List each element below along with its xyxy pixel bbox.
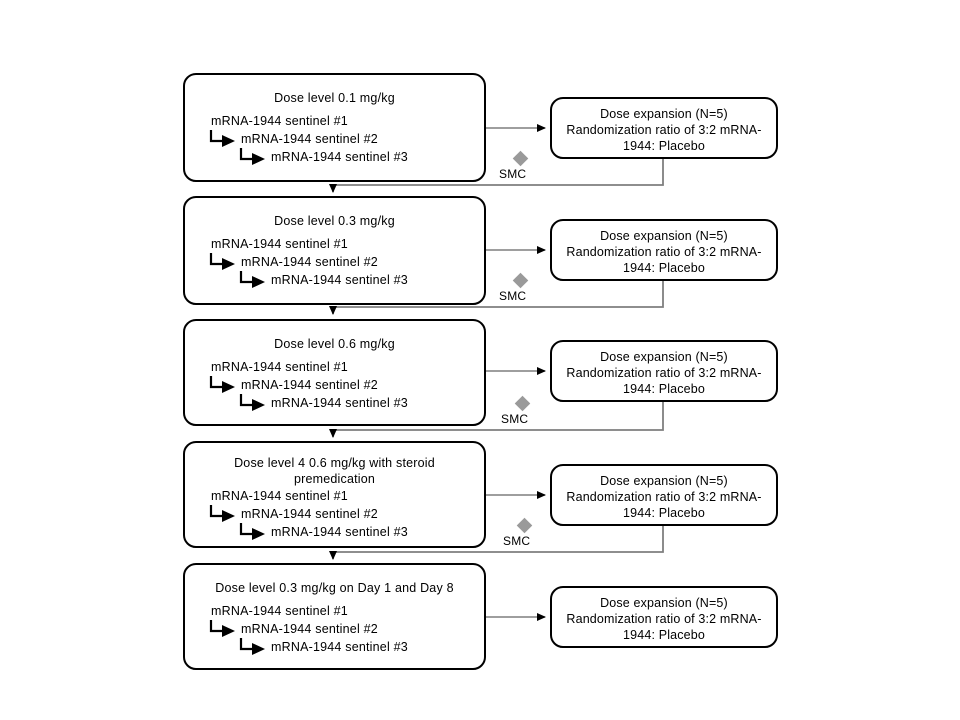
sentinel-row-2: mRNA-1944 sentinel #2: [185, 129, 484, 149]
expansion-line-2: Randomization ratio of 3:2 mRNA-: [566, 490, 762, 504]
dose-expansion-box-1[interactable]: Dose expansion (N=5) Randomization ratio…: [550, 97, 778, 159]
elbow-arrow-icon: [209, 375, 235, 393]
sentinel-label-2: mRNA-1944 sentinel #2: [241, 377, 378, 392]
expansion-line-2: Randomization ratio of 3:2 mRNA-: [566, 123, 762, 137]
expansion-line-1: Dose expansion (N=5): [600, 229, 728, 243]
smc-label: SMC: [499, 167, 527, 181]
sentinel-label-2: mRNA-1944 sentinel #2: [241, 507, 378, 521]
elbow-arrow-icon: [239, 147, 265, 165]
sentinel-row-1: mRNA-1944 sentinel #1: [185, 359, 484, 377]
sentinel-row-1: mRNA-1944 sentinel #1: [185, 113, 484, 131]
sentinel-row-2: mRNA-1944 sentinel #2: [185, 375, 484, 395]
smc-label: SMC: [503, 534, 531, 548]
dose-expansion-box-2[interactable]: Dose expansion (N=5) Randomization ratio…: [550, 219, 778, 281]
expansion-line-3: 1944: Placebo: [623, 382, 705, 396]
sentinel-row-3: mRNA-1944 sentinel #3: [185, 637, 484, 657]
expansion-line-2: Randomization ratio of 3:2 mRNA-: [566, 366, 762, 380]
dose-expansion-box-4[interactable]: Dose expansion (N=5) Randomization ratio…: [550, 464, 778, 526]
dose-expansion-box-3[interactable]: Dose expansion (N=5) Randomization ratio…: [550, 340, 778, 402]
sentinel-row-1: mRNA-1944 sentinel #1: [185, 488, 484, 506]
elbow-arrow-icon: [239, 637, 265, 655]
expansion-line-3: 1944: Placebo: [623, 261, 705, 275]
sentinel-label-1: mRNA-1944 sentinel #1: [211, 113, 348, 128]
elbow-arrow-icon: [209, 619, 235, 637]
elbow-arrow-icon: [209, 505, 235, 522]
sentinel-row-1: mRNA-1944 sentinel #1: [185, 236, 484, 254]
smc-diamond-icon: [514, 395, 530, 412]
elbow-arrow-icon: [239, 393, 265, 411]
dose-level-box-3[interactable]: Dose level 0.6 mg/kg mRNA-1944 sentinel …: [183, 319, 486, 426]
sentinel-label-2: mRNA-1944 sentinel #2: [241, 131, 378, 146]
expansion-line-1: Dose expansion (N=5): [600, 596, 728, 610]
sentinel-sequence-5: mRNA-1944 sentinel #1 mRNA-1944 sentinel…: [185, 603, 484, 657]
elbow-arrow-icon: [239, 270, 265, 288]
smc-label: SMC: [501, 412, 529, 426]
expansion-line-3: 1944: Placebo: [623, 139, 705, 153]
sentinel-sequence-4: mRNA-1944 sentinel #1 mRNA-1944 sentinel…: [185, 488, 484, 542]
smc-label: SMC: [499, 289, 527, 303]
elbow-arrow-icon: [209, 129, 235, 147]
dose-level-box-5[interactable]: Dose level 0.3 mg/kg on Day 1 and Day 8 …: [183, 563, 486, 670]
dose-level-title-1: Dose level 0.1 mg/kg: [274, 91, 395, 105]
smc-diamond-icon: [512, 150, 528, 167]
sentinel-sequence-2: mRNA-1944 sentinel #1 mRNA-1944 sentinel…: [185, 236, 484, 290]
sentinel-label-2: mRNA-1944 sentinel #2: [241, 254, 378, 269]
sentinel-label-3: mRNA-1944 sentinel #3: [271, 639, 408, 654]
smc-marker-1: SMC: [490, 150, 550, 181]
sentinel-row-2: mRNA-1944 sentinel #2: [185, 619, 484, 639]
sentinel-row-2: mRNA-1944 sentinel #2: [185, 505, 484, 524]
sentinel-row-3: mRNA-1944 sentinel #3: [185, 270, 484, 290]
expansion-line-3: 1944: Placebo: [623, 506, 705, 520]
dose-level-box-2[interactable]: Dose level 0.3 mg/kg mRNA-1944 sentinel …: [183, 196, 486, 305]
expansion-line-3: 1944: Placebo: [623, 628, 705, 642]
sentinel-label-3: mRNA-1944 sentinel #3: [271, 395, 408, 410]
elbow-arrow-icon: [209, 252, 235, 270]
sentinel-label-1: mRNA-1944 sentinel #1: [211, 236, 348, 251]
sentinel-row-3: mRNA-1944 sentinel #3: [185, 393, 484, 413]
dose-level-box-4[interactable]: Dose level 4 0.6 mg/kg with steroid prem…: [183, 441, 486, 548]
expansion-line-1: Dose expansion (N=5): [600, 107, 728, 121]
smc-diamond-icon: [512, 272, 528, 289]
elbow-arrow-icon: [239, 523, 265, 540]
dose-level-title-2: Dose level 0.3 mg/kg: [274, 214, 395, 228]
smc-marker-2: SMC: [490, 272, 550, 303]
dose-level-title-4: Dose level 4 0.6 mg/kg with steroid: [234, 456, 435, 470]
sentinel-row-3: mRNA-1944 sentinel #3: [185, 147, 484, 167]
smc-diamond-icon: [516, 517, 532, 534]
expansion-line-1: Dose expansion (N=5): [600, 474, 728, 488]
dose-level-title-4-line2: premedication: [293, 471, 376, 486]
dose-level-box-1[interactable]: Dose level 0.1 mg/kg mRNA-1944 sentinel …: [183, 73, 486, 182]
sentinel-row-3: mRNA-1944 sentinel #3: [185, 523, 484, 542]
sentinel-row-2: mRNA-1944 sentinel #2: [185, 252, 484, 272]
sentinel-label-3: mRNA-1944 sentinel #3: [271, 272, 408, 287]
expansion-line-2: Randomization ratio of 3:2 mRNA-: [566, 612, 762, 626]
dose-expansion-box-5[interactable]: Dose expansion (N=5) Randomization ratio…: [550, 586, 778, 648]
sentinel-label-3: mRNA-1944 sentinel #3: [271, 149, 408, 164]
sentinel-label-1: mRNA-1944 sentinel #1: [211, 603, 348, 618]
sentinel-sequence-3: mRNA-1944 sentinel #1 mRNA-1944 sentinel…: [185, 359, 484, 413]
sentinel-sequence-1: mRNA-1944 sentinel #1 mRNA-1944 sentinel…: [185, 113, 484, 167]
dose-level-title-3: Dose level 0.6 mg/kg: [274, 337, 395, 351]
dose-level-title-5: Dose level 0.3 mg/kg on Day 1 and Day 8: [215, 581, 454, 595]
sentinel-label-1: mRNA-1944 sentinel #1: [211, 489, 348, 503]
sentinel-label-3: mRNA-1944 sentinel #3: [271, 525, 408, 539]
smc-marker-4: SMC: [494, 517, 554, 548]
expansion-line-1: Dose expansion (N=5): [600, 350, 728, 364]
expansion-line-2: Randomization ratio of 3:2 mRNA-: [566, 245, 762, 259]
smc-marker-3: SMC: [492, 395, 552, 426]
sentinel-label-1: mRNA-1944 sentinel #1: [211, 359, 348, 374]
sentinel-label-2: mRNA-1944 sentinel #2: [241, 621, 378, 636]
sentinel-row-1: mRNA-1944 sentinel #1: [185, 603, 484, 621]
